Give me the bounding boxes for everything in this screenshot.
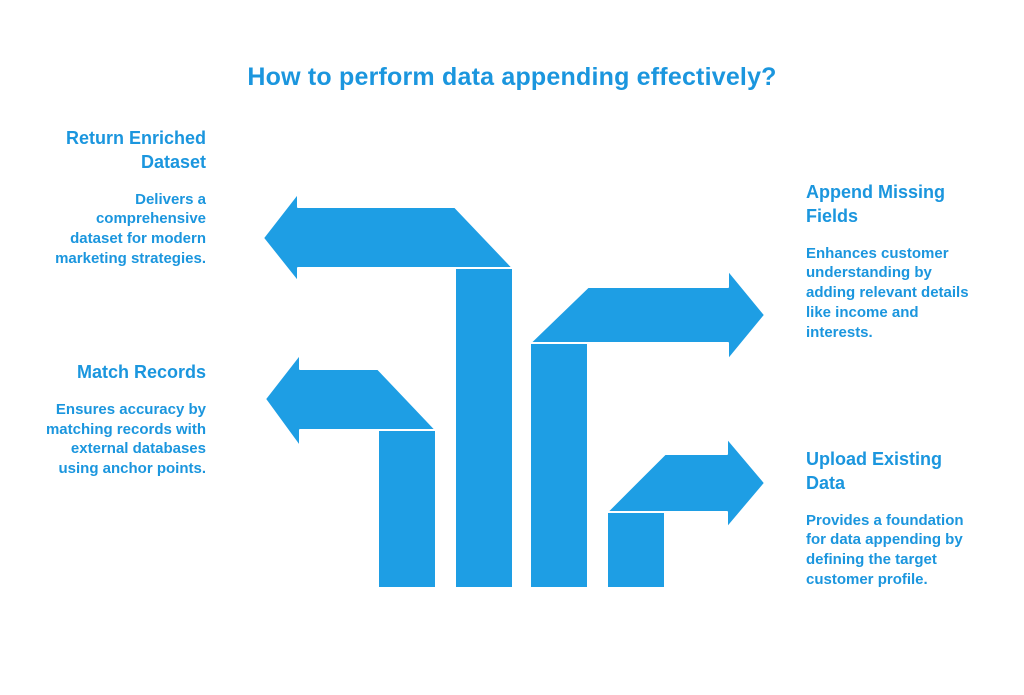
upload-existing-heading: Upload Existing Data bbox=[806, 449, 943, 493]
block-match-records: Match Records Ensures accuracy by matchi… bbox=[6, 361, 206, 479]
append-missing-description: Enhances customer understanding by addin… bbox=[806, 244, 969, 341]
return-enriched-heading: Return Enriched Dataset bbox=[65, 128, 206, 172]
bent-arrow-right-bottom-icon bbox=[606, 437, 766, 529]
match-records-heading: Match Records bbox=[76, 362, 206, 382]
page-title: How to perform data appending effectivel… bbox=[247, 63, 777, 91]
column-match-records bbox=[377, 429, 437, 589]
append-missing-heading: Append Missing Fields bbox=[806, 182, 945, 226]
upload-existing-description: Provides a foundation for data appending… bbox=[806, 511, 964, 588]
block-upload-existing: Upload Existing Data Provides a foundati… bbox=[806, 448, 1006, 590]
bent-arrow-left-top-icon bbox=[262, 192, 514, 283]
bent-arrow-left-middle-icon bbox=[264, 353, 437, 448]
column-upload-existing bbox=[606, 511, 666, 589]
block-append-missing: Append Missing Fields Enhances customer … bbox=[806, 181, 1006, 342]
column-return-enriched bbox=[454, 267, 514, 589]
bent-arrow-right-top-icon bbox=[529, 269, 766, 361]
block-return-enriched: Return Enriched Dataset Delivers a compr… bbox=[6, 127, 206, 269]
return-enriched-description: Delivers a comprehensive dataset for mod… bbox=[55, 190, 206, 267]
column-append-missing bbox=[529, 342, 589, 589]
match-records-description: Ensures accuracy by matching records wit… bbox=[45, 400, 206, 478]
